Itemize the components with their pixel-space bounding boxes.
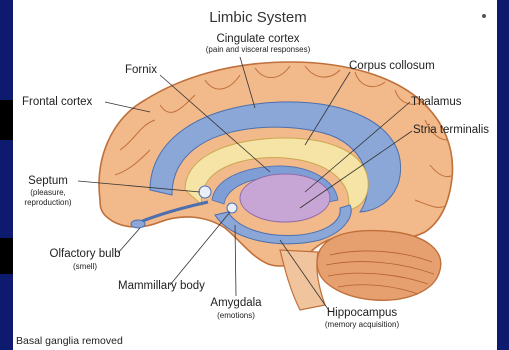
label-cingulate-cortex: Cingulate cortex xyxy=(216,33,299,45)
cerebellum xyxy=(317,231,441,301)
label-corpus-collosum: Corpus collosum xyxy=(349,60,435,72)
label-amygdala: Amygdala xyxy=(210,297,262,309)
label-fornix: Fornix xyxy=(125,64,157,76)
label-thalamus: Thalamus xyxy=(411,96,462,108)
leader-olfactory xyxy=(118,228,140,253)
label-olfactory-note: (smell) xyxy=(73,262,97,271)
olfactory-bulb-shape xyxy=(131,220,145,228)
label-stria-terminalis: Stria terminalis xyxy=(413,124,489,136)
label-hippocampus: Hippocampus xyxy=(327,307,398,319)
corner-dot xyxy=(482,14,486,18)
label-olfactory-bulb: Olfactory bulb xyxy=(50,248,121,260)
septum-shape xyxy=(199,186,211,198)
thalamus-shape xyxy=(240,174,330,222)
label-mammillary-body: Mammillary body xyxy=(118,280,205,292)
diagram-title: Limbic System xyxy=(209,9,307,26)
label-frontal-cortex: Frontal cortex xyxy=(22,96,93,108)
label-hippocampus-note: (memory acquisition) xyxy=(325,320,400,329)
leader-mammillary xyxy=(170,212,230,285)
label-amygdala-note: (emotions) xyxy=(217,311,255,320)
label-septum: Septum xyxy=(28,175,68,187)
footer-note: Basal ganglia removed xyxy=(16,335,123,347)
label-septum-note-2: reproduction) xyxy=(24,198,71,207)
label-cingulate-note: (pain and visceral responses) xyxy=(206,45,311,54)
label-septum-note-1: (pleasure, xyxy=(30,188,66,197)
mammillary-body-shape xyxy=(227,203,237,213)
